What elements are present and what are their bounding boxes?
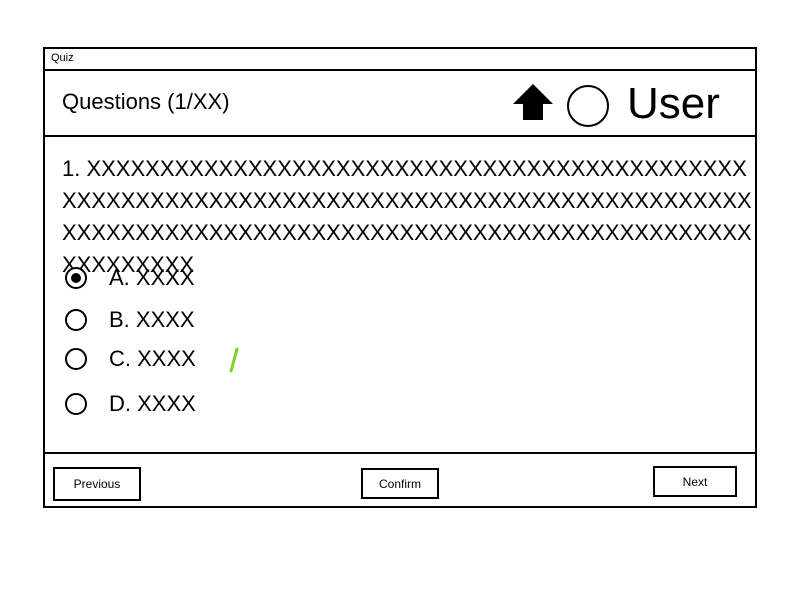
quiz-window: Quiz Questions (1/XX) User 1. XXXXXXXXXX… [43,47,757,508]
confirm-button[interactable]: Confirm [361,468,439,499]
window-title: Quiz [51,52,74,64]
radio-button[interactable] [65,309,87,331]
footer-divider [45,452,755,454]
text-cursor-mark [228,347,240,373]
cursor-stroke [229,347,239,373]
radio-button[interactable] [65,267,87,289]
radio-button[interactable] [65,348,87,370]
option-label: A. XXXX [109,265,195,290]
question-text: 1. XXXXXXXXXXXXXXXXXXXXXXXXXXXXXXXXXXXXX… [62,156,752,277]
previous-button[interactable]: Previous [53,467,141,501]
home-icon[interactable] [511,82,555,122]
quiz-header: Questions (1/XX) User [45,71,755,137]
avatar-icon[interactable] [567,85,609,127]
option-label: B. XXXX [109,307,195,332]
option-label: D. XXXX [109,391,196,416]
option-label: C. XXXX [109,346,196,371]
question-counter-title: Questions (1/XX) [62,89,230,114]
user-label[interactable]: User [627,79,720,128]
next-button[interactable]: Next [653,466,737,497]
window-title-bar: Quiz [45,49,755,71]
radio-button[interactable] [65,393,87,415]
